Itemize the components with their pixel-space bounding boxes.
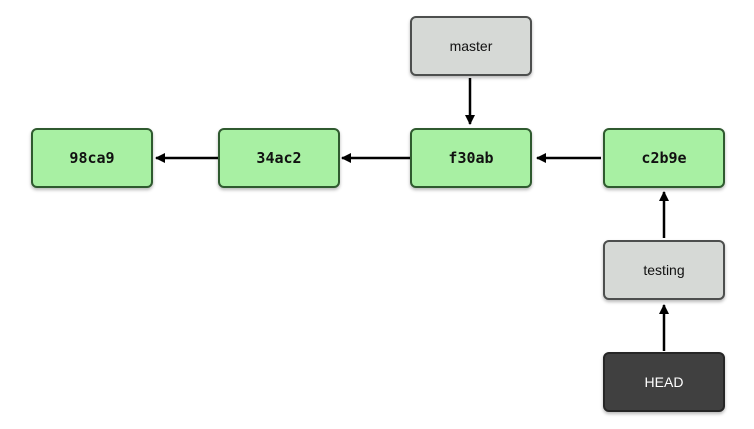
head-pointer: HEAD bbox=[603, 352, 725, 412]
branch-label: testing bbox=[643, 262, 685, 278]
commit-c2b9e: c2b9e bbox=[603, 128, 725, 188]
branch-label: master bbox=[449, 38, 493, 54]
commit-34ac2: 34ac2 bbox=[218, 128, 340, 188]
branch-master: master bbox=[410, 16, 532, 76]
commit-98ca9: 98ca9 bbox=[31, 128, 153, 188]
commit-id-label: 34ac2 bbox=[256, 149, 302, 167]
commit-id-label: 98ca9 bbox=[69, 149, 115, 167]
head-label: HEAD bbox=[644, 374, 684, 390]
commit-id-label: f30ab bbox=[448, 149, 494, 167]
commit-id-label: c2b9e bbox=[641, 149, 687, 167]
commit-f30ab: f30ab bbox=[410, 128, 532, 188]
branch-testing: testing bbox=[603, 240, 725, 300]
